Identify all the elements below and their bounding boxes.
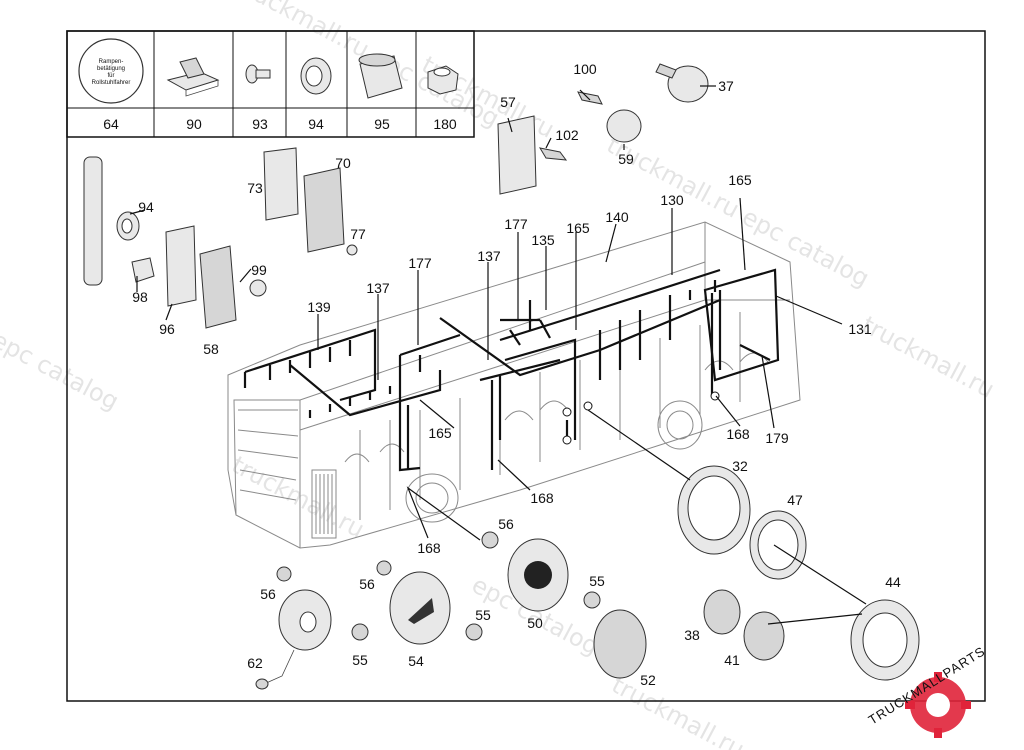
holder-58-icon <box>199 245 237 329</box>
header-number-94: 94 <box>308 116 324 132</box>
decal-64-icon: Rampen- betätigung für Rollstuhlfahrer <box>78 38 144 104</box>
screw-56-mid-icon <box>481 531 499 549</box>
svg-text:Rollstuhlfahrer: Rollstuhlfahrer <box>92 80 131 86</box>
screw-100-icon <box>577 91 603 105</box>
bottom-parts <box>255 465 920 690</box>
screw-99-icon <box>249 279 267 297</box>
svg-text:betätigung: betätigung <box>97 66 125 72</box>
callout-96: 96 <box>159 321 175 337</box>
header-number-95: 95 <box>374 116 390 132</box>
insert-38-icon <box>703 589 741 635</box>
callout-179: 179 <box>765 430 789 446</box>
screw-56-far-icon <box>276 566 292 582</box>
cap-59-icon <box>606 109 642 143</box>
bracket-strip-icon <box>83 156 103 286</box>
callout-137-left: 137 <box>366 280 390 296</box>
callout-168-right: 168 <box>726 426 750 442</box>
switch-panel-57-icon <box>497 115 537 195</box>
callout-41: 41 <box>724 652 740 668</box>
callout-98: 98 <box>132 289 148 305</box>
ring-77-icon <box>346 244 358 256</box>
watermark-7: truckmall.ru <box>607 671 749 750</box>
callout-57: 57 <box>500 94 516 110</box>
bracket-96-icon <box>165 225 197 307</box>
svg-text:für: für <box>107 73 114 79</box>
watermark-4: epc catalog <box>0 326 123 416</box>
cover-52-icon <box>593 609 647 679</box>
callout-37: 37 <box>718 78 734 94</box>
callouts: 100 37 57 102 59 94 98 73 70 77 99 96 58… <box>132 61 901 688</box>
callout-139: 139 <box>307 299 331 315</box>
callout-54: 54 <box>408 653 424 669</box>
callout-56-left: 56 <box>359 576 375 592</box>
screw-102-icon <box>538 147 568 161</box>
housing-70-icon <box>303 167 345 253</box>
callout-62: 62 <box>247 655 263 671</box>
callout-135: 135 <box>531 232 555 248</box>
rivet-93-icon <box>245 64 271 84</box>
callout-52: 52 <box>640 672 656 688</box>
callout-55-right: 55 <box>589 573 605 589</box>
plug-98-icon <box>131 257 155 283</box>
ramp-button-54-icon <box>389 571 451 645</box>
callout-102: 102 <box>555 127 579 143</box>
callout-47: 47 <box>787 492 803 508</box>
callout-58: 58 <box>203 341 219 357</box>
bracket-73-icon <box>263 147 299 221</box>
callout-177-left: 177 <box>408 255 432 271</box>
bolt-55-mid-icon <box>465 623 483 641</box>
callout-59: 59 <box>618 151 634 167</box>
grommet-94-icon <box>300 57 332 95</box>
callout-38: 38 <box>684 627 700 643</box>
callout-168-mid: 168 <box>530 490 554 506</box>
header-number-90: 90 <box>186 116 202 132</box>
header-number-93: 93 <box>252 116 268 132</box>
sleeve-95-icon <box>358 53 403 99</box>
callout-55-left: 55 <box>352 652 368 668</box>
callout-56-far: 56 <box>260 586 276 602</box>
header-parts-table: Rampen- betätigung für Rollstuhlfahrer <box>66 30 475 138</box>
callout-99: 99 <box>251 262 267 278</box>
callout-165-low: 165 <box>428 425 452 441</box>
wiring-harness <box>243 268 780 472</box>
leader-lines <box>129 85 867 625</box>
callout-165-mid: 165 <box>566 220 590 236</box>
callout-140: 140 <box>605 209 629 225</box>
screw-56-left-icon <box>376 560 392 576</box>
callout-94: 94 <box>138 199 154 215</box>
callout-56-mid: 56 <box>498 516 514 532</box>
bolt-55-right-icon <box>583 591 601 609</box>
header-number-180: 180 <box>433 116 457 132</box>
top-parts <box>497 63 709 195</box>
callout-137-right: 137 <box>477 248 501 264</box>
callout-165-top: 165 <box>728 172 752 188</box>
callout-131: 131 <box>848 321 872 337</box>
callout-44: 44 <box>885 574 901 590</box>
watermark-5: truckmall.ru <box>227 451 369 544</box>
insert-41-icon <box>743 611 785 661</box>
callout-32: 32 <box>732 458 748 474</box>
callout-55-mid: 55 <box>475 607 491 623</box>
callout-77: 77 <box>350 226 366 242</box>
clip-90-icon <box>166 57 220 97</box>
watermark-8: truckmall.ru <box>857 311 999 404</box>
diagram-frame <box>66 30 986 702</box>
callout-73: 73 <box>247 180 263 196</box>
watermark-3: truckmall.ru epc catalog <box>602 131 874 293</box>
callout-70: 70 <box>335 155 351 171</box>
callout-100: 100 <box>573 61 597 77</box>
bus-body <box>227 221 801 549</box>
callout-168-left: 168 <box>417 540 441 556</box>
callout-130: 130 <box>660 192 684 208</box>
svg-text:Rampen-: Rampen- <box>99 59 124 65</box>
button-37-icon <box>667 65 709 103</box>
callout-50: 50 <box>527 615 543 631</box>
bolt-55-left-icon <box>351 623 369 641</box>
callout-177-right: 177 <box>504 216 528 232</box>
header-number-64: 64 <box>103 116 119 132</box>
nut-180-icon <box>427 65 459 95</box>
